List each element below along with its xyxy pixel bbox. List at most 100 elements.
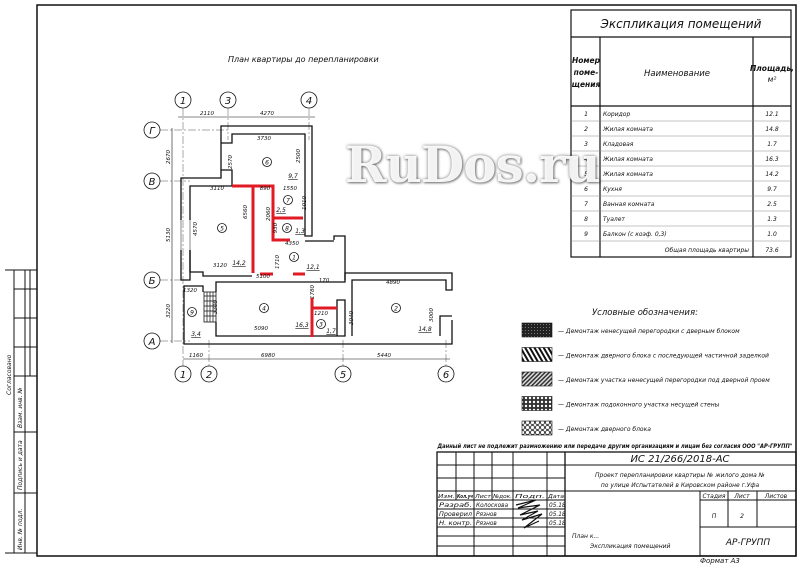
room-number-circle (217, 223, 227, 233)
total-area: 73.6 (765, 247, 779, 254)
dimension-label: 6980 (261, 353, 275, 359)
axis-bubble (200, 365, 218, 383)
dimension-label: 1010 (302, 196, 308, 210)
dimension-label: 4350 (285, 241, 299, 247)
dimension-label: 5090 (254, 326, 268, 332)
title-block-grid (436, 451, 797, 557)
legend-swatch (521, 347, 553, 362)
room-number-circle (259, 303, 269, 313)
header-name: Наименование (644, 69, 710, 79)
stage-header: Листов (764, 493, 788, 500)
row-number: 5 (584, 171, 588, 178)
dimension-label: 890 (260, 186, 271, 192)
side-stamp (5, 269, 37, 554)
dimension-label: 5130 (166, 228, 172, 242)
signature (515, 499, 543, 529)
demolition-partitions (232, 184, 337, 337)
axis-label: А (148, 337, 156, 348)
column-header: Дата (547, 494, 565, 500)
legend-item: — Демонтаж подоконного участка несущей с… (558, 402, 720, 409)
stage-header: Лист (733, 493, 750, 500)
column-header: Подп. (515, 494, 545, 500)
stamp-replace-label: Взам. инв. № (17, 387, 24, 428)
axis-label: 5 (340, 370, 346, 381)
sign-date: 05.18 (549, 503, 566, 509)
room-area: 12,1 (306, 264, 319, 271)
row-area: 16.3 (765, 156, 779, 163)
row-number: 2 (584, 126, 588, 133)
axis-label: 6 (443, 370, 449, 381)
legend-swatch (521, 420, 553, 436)
dimension-label: 2670 (166, 150, 172, 164)
room-area: 16,3 (295, 322, 309, 329)
header-number-3: щения (572, 80, 601, 89)
room-number-circle (391, 303, 401, 313)
axis-label: Б (149, 276, 156, 287)
row-area: 2.5 (767, 201, 777, 208)
axis-bubble (174, 365, 192, 383)
legend-swatch (521, 371, 553, 387)
sheet-title-2: Экспликация помещений (589, 543, 671, 550)
axis-bubble (334, 365, 352, 383)
column-header: Лист (474, 494, 492, 500)
row-number: 6 (584, 186, 588, 193)
axis-bubble (143, 172, 161, 190)
format-label: Формат А3 (700, 557, 740, 565)
row-number: 3 (584, 141, 588, 148)
room-number-circle (262, 157, 272, 167)
axis-bubble (143, 121, 161, 139)
row-number: 7 (584, 201, 588, 208)
dimension-label: 5100 (256, 274, 270, 280)
watermark: RuDos.ru (345, 135, 601, 194)
dimension-label: 4890 (386, 280, 400, 286)
legend-items: — Демонтаж ненесущей перегородки с дверн… (521, 322, 770, 436)
legend-item: — Демонтаж дверного блока с последующей … (558, 353, 769, 360)
sign-date: 05.18 (549, 521, 566, 527)
room-number-circle (187, 307, 197, 317)
dimension-label: 4270 (260, 111, 274, 117)
room-number: 2 (394, 306, 398, 313)
column-header: №док. (492, 494, 512, 500)
room-number: 3 (319, 322, 323, 329)
person-name: Рязнов (476, 521, 497, 527)
row-area: 1.7 (767, 141, 777, 148)
room-number-circle (282, 223, 292, 233)
room-number: 7 (286, 198, 290, 205)
dimension-label: 3730 (257, 136, 271, 142)
legend-swatch (521, 322, 553, 338)
legend-item: — Демонтаж ненесущей перегородки с дверн… (558, 328, 740, 335)
plan-title: План квартиры до перепланировки (228, 55, 379, 64)
dimension-label: 930 (273, 222, 279, 233)
dimension-label: 6560 (243, 205, 249, 219)
role-label: Разраб. (439, 503, 472, 509)
legend-swatch (521, 396, 553, 411)
axis-label: 2 (206, 370, 212, 381)
axis-bubble (174, 91, 192, 109)
dimension-label: 2500 (296, 149, 302, 163)
person-name: Рязнов (476, 512, 497, 518)
walls (180, 125, 453, 345)
role-label: Проверил (439, 512, 472, 518)
legend-title: Условные обозначения: (592, 308, 698, 318)
row-area: 14.2 (765, 171, 779, 178)
column-header: Кол.уч (457, 494, 473, 500)
company-name: АР-ГРУПП (725, 538, 771, 548)
room-number-circle (316, 319, 326, 329)
dimension-label: 1780 (310, 285, 316, 299)
legend-item: — Демонтаж дверного блока (558, 426, 651, 433)
room-area: 2,5 (276, 207, 286, 214)
dimension-label: 170 (319, 278, 330, 284)
dimension-label: 3000 (429, 308, 435, 322)
sheet-frame (36, 4, 797, 557)
axis-label: 3 (225, 96, 231, 107)
room-number: 5 (220, 226, 224, 233)
grid-axes (160, 108, 447, 366)
header-area-unit: м² (768, 75, 777, 84)
